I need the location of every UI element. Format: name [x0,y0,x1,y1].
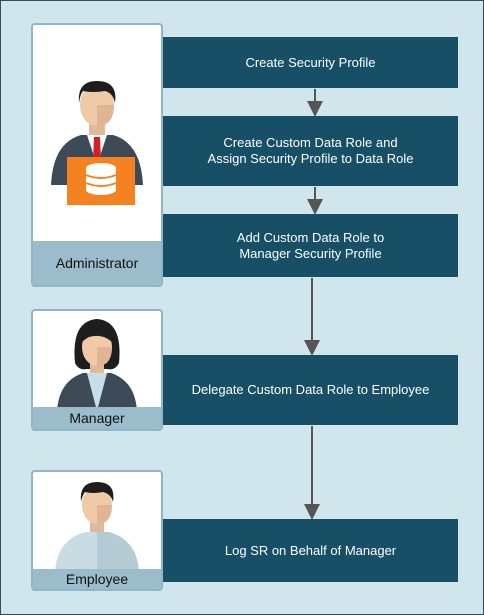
step-delegate-data-role: Delegate Custom Data Role to Employee [163,355,458,425]
step-add-data-role-to-manager: Add Custom Data Role to Manager Security… [163,214,458,277]
administrator-label: Administrator [33,241,161,285]
employee-card: Employee [31,470,163,591]
employee-icon [55,482,139,572]
step-create-custom-data-role: Create Custom Data Role and Assign Secur… [163,116,458,186]
manager-card: Manager [31,309,163,431]
step-create-security-profile: Create Security Profile [163,37,458,88]
manager-label: Manager [33,407,161,429]
step-log-sr: Log SR on Behalf of Manager [163,519,458,582]
administrator-card: Administrator [31,23,163,287]
manager-icon [57,319,137,411]
employee-label: Employee [33,569,161,589]
database-icon [85,163,117,195]
administrator-icon [51,81,143,205]
